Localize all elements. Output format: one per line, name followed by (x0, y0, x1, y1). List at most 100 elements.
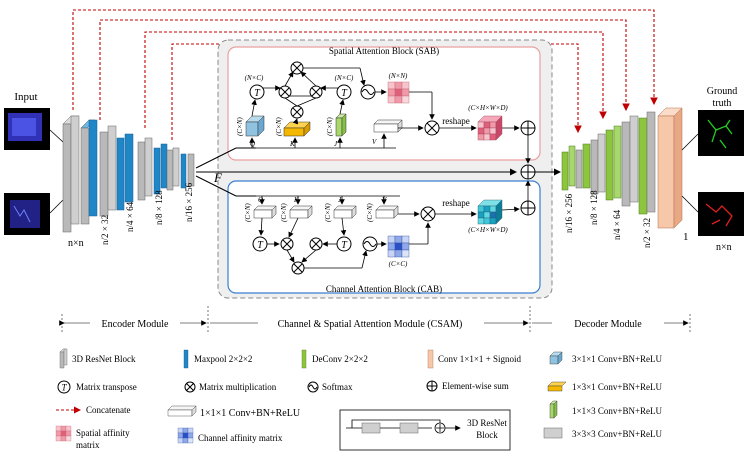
decoder-size-2: n/8 × 128 (589, 190, 599, 225)
prediction-image (698, 192, 744, 236)
legend-transpose: T Matrix transpose (57, 380, 137, 394)
svg-text:V: V (372, 138, 377, 146)
svg-text:1×1×3 Conv+BN+ReLU: 1×1×3 Conv+BN+ReLU (572, 406, 663, 416)
sab-q-block (245, 115, 265, 137)
legend-conv-sigmoid: Conv 1×1×1 + Signoid (427, 349, 521, 369)
sab-internals: T T (236, 61, 536, 164)
svg-text:V: V (382, 196, 387, 204)
legend-conv333: 3×3×3 Conv+BN+ReLU (543, 427, 663, 439)
ground-truth-image (698, 110, 744, 156)
svg-text:T: T (61, 383, 67, 393)
legend-elementwise: Element-wise sum (426, 380, 509, 392)
svg-text:Maxpool 2×2×2: Maxpool 2×2×2 (194, 354, 252, 364)
svg-text:(C×C): (C×C) (389, 260, 408, 268)
spatial-affinity-matrix (387, 81, 410, 104)
svg-text:K: K (289, 140, 295, 148)
svg-text:Spatial affinity: Spatial affinity (76, 428, 130, 438)
svg-text:Matrix transpose: Matrix transpose (76, 382, 137, 392)
legend-conv111: 1×1×1 Conv+BN+ReLU (167, 405, 301, 419)
svg-text:matrix: matrix (76, 440, 100, 450)
legend-deconv: DeConv 2×2×2 (301, 349, 368, 369)
input-label: Input (14, 91, 37, 103)
cab-internals: Q K J V (C×N) (C×N) (C×N) (C×N) T T (C×C… (244, 180, 536, 275)
svg-text:(N×C): (N×C) (245, 74, 264, 82)
ground-truth-label-1: Ground (707, 86, 738, 97)
legend-concatenate: Concatenate (56, 405, 130, 415)
svg-text:DeConv 2×2×2: DeConv 2×2×2 (312, 354, 368, 364)
sab-transpose-j-icon (336, 84, 352, 100)
feature-F: F (213, 170, 223, 185)
decoder-size-1: n/16 × 256 (564, 193, 574, 233)
legend-conv113: 1×1×3 Conv+BN+ReLU (549, 400, 663, 419)
svg-text:Element-wise sum: Element-wise sum (442, 381, 509, 391)
svg-text:(C×N): (C×N) (244, 203, 252, 222)
decoder-size-3: n/4 × 64 (612, 209, 622, 240)
svg-text:Block: Block (476, 430, 498, 440)
encoder-size-2: n/4 × 64 (125, 201, 135, 232)
svg-text:3D ResNet: 3D ResNet (467, 418, 507, 428)
svg-text:Softmax: Softmax (322, 382, 353, 392)
svg-text:Q: Q (250, 140, 255, 148)
channel-affinity-matrix (387, 235, 410, 258)
decoder-size-4: n/2 × 32 (642, 218, 652, 248)
svg-text:1×3×1 Conv+BN+ReLU: 1×3×1 Conv+BN+ReLU (572, 382, 663, 392)
svg-text:J: J (334, 140, 338, 148)
encoder-module-label: Encoder Module (102, 319, 169, 330)
svg-text:3×1×1 Conv+BN+ReLU: 3×1×1 Conv+BN+ReLU (572, 354, 663, 364)
encoder-size-1: n/2 × 32 (100, 215, 110, 245)
svg-text:(N×C): (N×C) (335, 74, 354, 82)
cab-title: Channel Attention Block (CAB) (326, 284, 442, 294)
input-image-bottom (4, 193, 50, 235)
decoder-output-channels: 1 (683, 231, 689, 243)
svg-text:reshape: reshape (442, 198, 469, 208)
legend-softmax: Softmax (307, 381, 353, 393)
encoder-size-3: n/8 × 128 (154, 190, 164, 225)
sab-output-cube (477, 115, 503, 141)
svg-text:T: T (254, 88, 261, 99)
svg-text:T: T (257, 240, 264, 251)
legend-spatial-affinity: Spatial affinity matrix (55, 425, 130, 450)
svg-text:(C×H×W×D): (C×H×W×D) (468, 226, 508, 234)
sab-k-block (283, 121, 311, 137)
svg-text:(C×N): (C×N) (236, 117, 244, 136)
svg-text:(C×N): (C×N) (324, 203, 332, 222)
encoder-blocks (62, 115, 195, 233)
svg-text:Channel affinity matrix: Channel affinity matrix (198, 433, 283, 443)
cab-output-cube (477, 199, 503, 225)
svg-text:3×3×3 Conv+BN+ReLU: 3×3×3 Conv+BN+ReLU (572, 429, 663, 439)
legend: 3D ResNet Block Maxpool 2×2×2 DeConv 2×2… (55, 348, 663, 451)
svg-text:3D ResNet Block: 3D ResNet Block (72, 354, 136, 364)
csam-module-label: Channel & Spatial Attention Module (CSAM… (278, 319, 463, 330)
legend-conv311: 3×1×1 Conv+BN+ReLU (549, 351, 663, 365)
svg-text:(C×N): (C×N) (326, 117, 334, 136)
svg-text:1×1×1 Conv+BN+ReLU: 1×1×1 Conv+BN+ReLU (200, 408, 301, 419)
sab-j-block (335, 113, 347, 137)
svg-text:Matrix multiplication: Matrix multiplication (199, 382, 277, 392)
svg-text:reshape: reshape (442, 116, 469, 126)
input-image-top (4, 108, 50, 150)
svg-text:(C×N): (C×N) (366, 203, 374, 222)
legend-resnet-diagram: 3D ResNet Block (339, 409, 511, 451)
ground-truth-label-2: truth (713, 98, 732, 109)
sab-v-block (373, 119, 403, 133)
sab-title: Spatial Attention Block (SAB) (329, 46, 439, 56)
svg-text:(C×H×W×D): (C×H×W×D) (468, 104, 508, 112)
legend-matmul: Matrix multiplication (184, 381, 277, 393)
output-nxn: n×n (716, 242, 732, 253)
decoder-module-label: Decoder Module (574, 319, 642, 330)
encoder-size-4: n/16 × 256 (184, 182, 194, 222)
legend-resnet-block: 3D ResNet Block (59, 348, 136, 369)
main-path (195, 147, 517, 197)
svg-text:T: T (341, 88, 348, 99)
svg-text:(N×N): (N×N) (389, 72, 408, 80)
legend-maxpool: Maxpool 2×2×2 (183, 349, 252, 369)
svg-text:Conv 1×1×1 + Signoid: Conv 1×1×1 + Signoid (438, 354, 521, 364)
module-dividers (59, 306, 691, 332)
legend-conv131: 1×3×1 Conv+BN+ReLU (547, 381, 663, 392)
sab-matmul-icons (278, 61, 440, 136)
svg-text:(C×N): (C×N) (275, 117, 283, 136)
skip-connections (72, 9, 658, 140)
svg-text:(C×N): (C×N) (280, 203, 288, 222)
legend-channel-affinity: Channel affinity matrix (177, 427, 283, 444)
